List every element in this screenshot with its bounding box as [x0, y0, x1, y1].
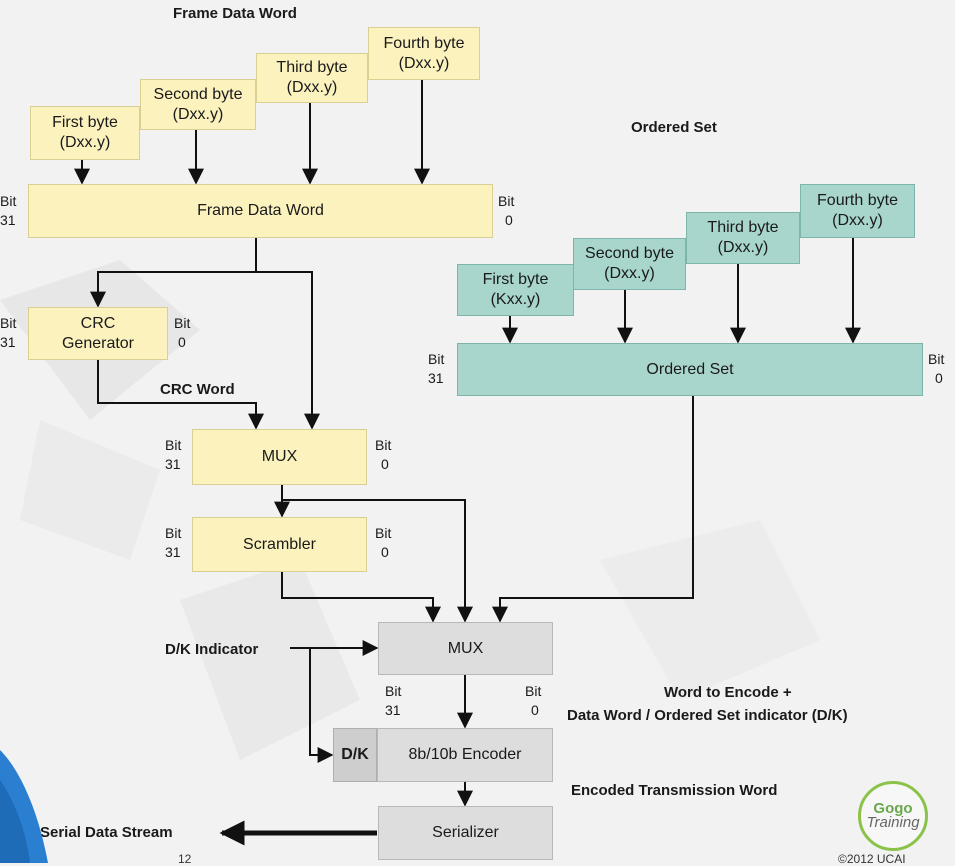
copyright: ©2012 UCAI [838, 852, 906, 866]
dk-indicator-label: D/K Indicator [165, 641, 259, 658]
byte-name: Second byte [153, 85, 243, 103]
frame-byte-3: Third byte (Dxx.y) [256, 53, 368, 103]
mux-frame-crc: MUX [192, 429, 367, 485]
byte-name: First byte [52, 114, 118, 131]
ordered-byte-4: Fourth byte(Dxx.y) [800, 184, 915, 238]
byte-name: Third byte [276, 59, 348, 76]
frame-data-word-bar: Frame Data Word [28, 184, 493, 238]
encoder-dk-input: D/K [333, 728, 377, 782]
crc-word-label: CRC Word [160, 381, 235, 398]
word-to-encode-label: Word to Encode + [664, 684, 792, 701]
ordered-set-bar: Ordered Set [457, 343, 923, 396]
dk-indicator-description: Data Word / Ordered Set indicator (D/K) [567, 707, 848, 724]
frame-byte-2: Second byte (Dxx.y) [140, 79, 256, 130]
byte-code: (Dxx.y) [286, 79, 338, 96]
byte-code: (Dxx.y) [172, 105, 224, 123]
serializer: Serializer [378, 806, 553, 860]
presenter-image [0, 750, 48, 863]
mux-output: MUX [378, 622, 553, 675]
ordered-set-title: Ordered Set [631, 119, 717, 136]
byte-code: (Dxx.y) [398, 54, 450, 72]
page-number: 12 [178, 852, 192, 866]
ordered-byte-1: First byte(Kxx.y) [457, 264, 574, 316]
ordered-byte-3: Third byte(Dxx.y) [686, 212, 800, 264]
byte-name: Fourth byte [383, 34, 465, 52]
gogo-training-logo: Gogo Training [858, 781, 928, 851]
scrambler: Scrambler [192, 517, 367, 572]
frame-byte-1: First byte (Dxx.y) [30, 106, 140, 160]
encoded-word-label: Encoded Transmission Word [571, 782, 778, 799]
ordered-byte-2: Second byte(Dxx.y) [573, 238, 686, 290]
frame-byte-4: Fourth byte (Dxx.y) [368, 27, 480, 80]
frame-data-word-title: Frame Data Word [173, 5, 297, 22]
byte-code: (Dxx.y) [59, 134, 111, 151]
serial-data-stream-label: Serial Data Stream [40, 824, 173, 841]
encoder-8b10b: 8b/10b Encoder [377, 728, 553, 782]
